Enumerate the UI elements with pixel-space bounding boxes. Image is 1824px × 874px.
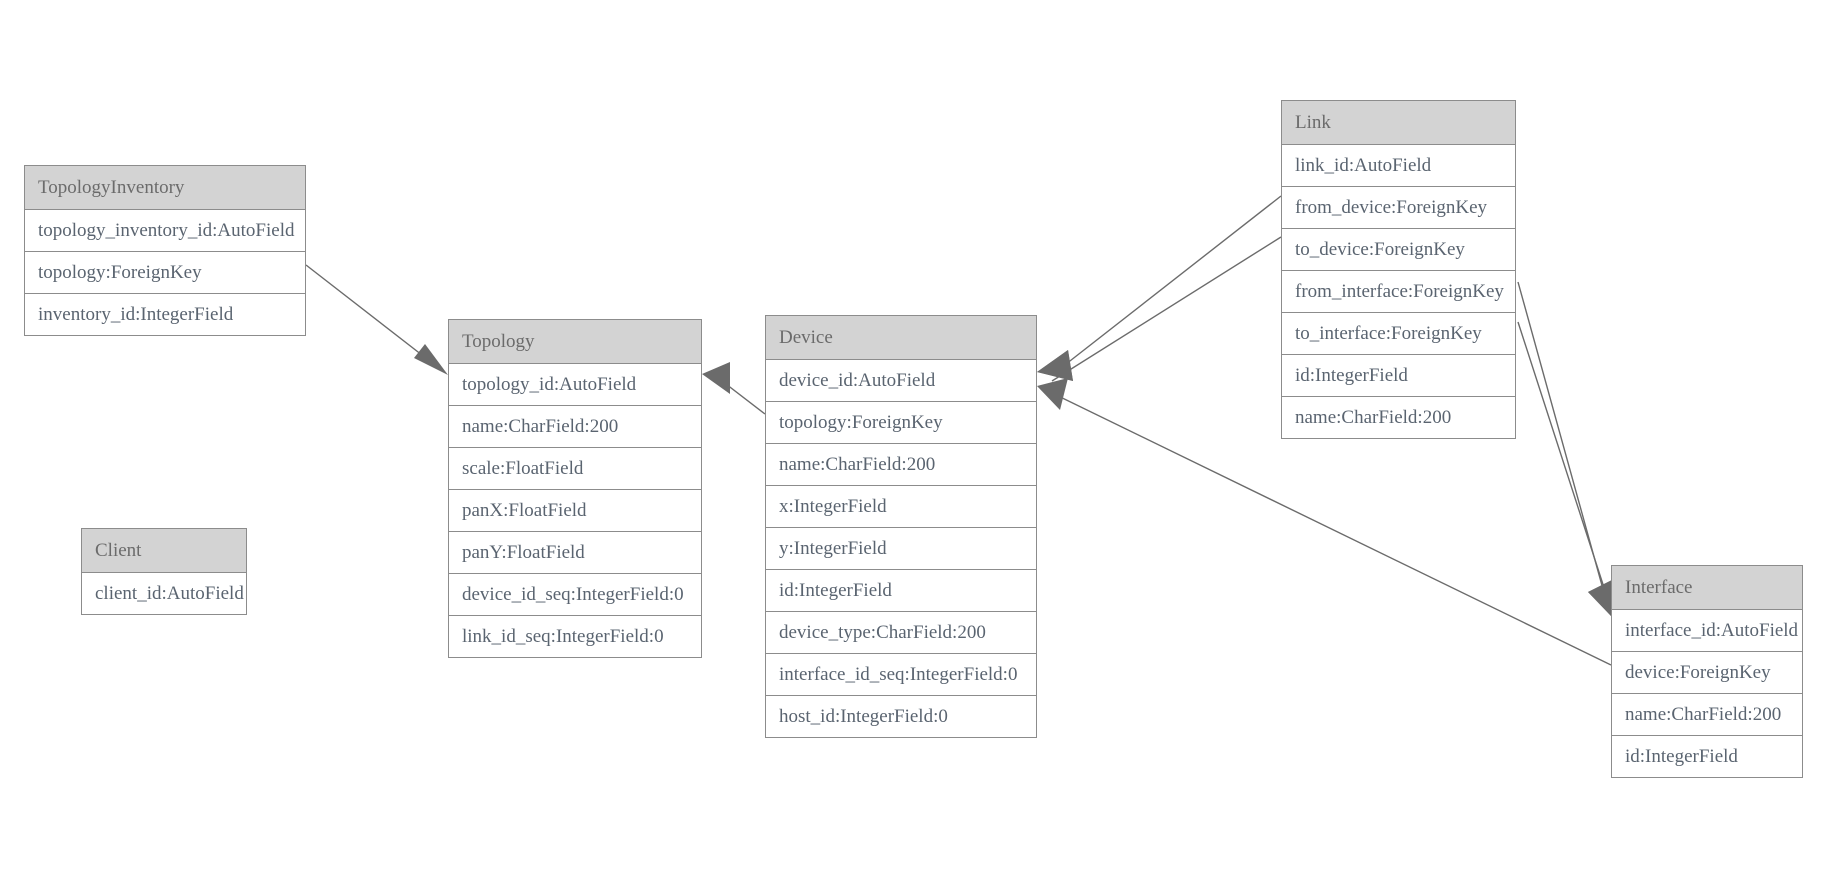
entity-field[interactable]: name:CharField:200 [766, 444, 1036, 486]
entity-field[interactable]: id:IntegerField [1282, 355, 1515, 397]
edge-link-to-device [1037, 236, 1282, 382]
entity-field[interactable]: topology_id:AutoField [449, 364, 701, 406]
entity-field[interactable]: inventory_id:IntegerField [25, 294, 305, 335]
entity-field[interactable]: client_id:AutoField [82, 573, 246, 614]
entity-field[interactable]: topology:ForeignKey [766, 402, 1036, 444]
edge-link-from-interface [1517, 281, 1612, 616]
entity-client[interactable]: Client client_id:AutoField [81, 528, 247, 615]
entity-field[interactable]: id:IntegerField [766, 570, 1036, 612]
edge-topologyinventory-topology [305, 264, 448, 375]
entity-field[interactable]: interface_id_seq:IntegerField:0 [766, 654, 1036, 696]
entity-field[interactable]: from_interface:ForeignKey [1282, 271, 1515, 313]
entity-field[interactable]: to_interface:ForeignKey [1282, 313, 1515, 355]
edge-link-from-device [1037, 195, 1282, 381]
entity-field[interactable]: host_id:IntegerField:0 [766, 696, 1036, 737]
entity-field[interactable]: name:CharField:200 [1282, 397, 1515, 438]
entity-field[interactable]: link_id_seq:IntegerField:0 [449, 616, 701, 657]
entity-interface[interactable]: Interface interface_id:AutoField device:… [1611, 565, 1803, 778]
entity-field[interactable]: device_type:CharField:200 [766, 612, 1036, 654]
entity-field[interactable]: device_id_seq:IntegerField:0 [449, 574, 701, 616]
entity-field[interactable]: name:CharField:200 [1612, 694, 1802, 736]
entity-title: Client [82, 529, 246, 573]
edge-device-topology [702, 362, 766, 415]
entity-field[interactable]: x:IntegerField [766, 486, 1036, 528]
entity-link[interactable]: Link link_id:AutoField from_device:Forei… [1281, 100, 1516, 439]
entity-field[interactable]: panX:FloatField [449, 490, 701, 532]
entity-field[interactable]: id:IntegerField [1612, 736, 1802, 777]
entity-field[interactable]: panY:FloatField [449, 532, 701, 574]
entity-topology-inventory[interactable]: TopologyInventory topology_inventory_id:… [24, 165, 306, 336]
entity-title: Link [1282, 101, 1515, 145]
entity-topology[interactable]: Topology topology_id:AutoField name:Char… [448, 319, 702, 658]
entity-field[interactable]: interface_id:AutoField [1612, 610, 1802, 652]
entity-field[interactable]: link_id:AutoField [1282, 145, 1515, 187]
entity-field[interactable]: topology:ForeignKey [25, 252, 305, 294]
entity-field[interactable]: to_device:ForeignKey [1282, 229, 1515, 271]
entity-field[interactable]: device:ForeignKey [1612, 652, 1802, 694]
entity-title: Device [766, 316, 1036, 360]
entity-field[interactable]: name:CharField:200 [449, 406, 701, 448]
entity-device[interactable]: Device device_id:AutoField topology:Fore… [765, 315, 1037, 738]
entity-field[interactable]: scale:FloatField [449, 448, 701, 490]
entity-title: TopologyInventory [25, 166, 305, 210]
entity-title: Topology [449, 320, 701, 364]
entity-title: Interface [1612, 566, 1802, 610]
edge-link-to-interface [1517, 321, 1612, 616]
entity-field[interactable]: y:IntegerField [766, 528, 1036, 570]
entity-field[interactable]: device_id:AutoField [766, 360, 1036, 402]
entity-field[interactable]: from_device:ForeignKey [1282, 187, 1515, 229]
entity-field[interactable]: topology_inventory_id:AutoField [25, 210, 305, 252]
